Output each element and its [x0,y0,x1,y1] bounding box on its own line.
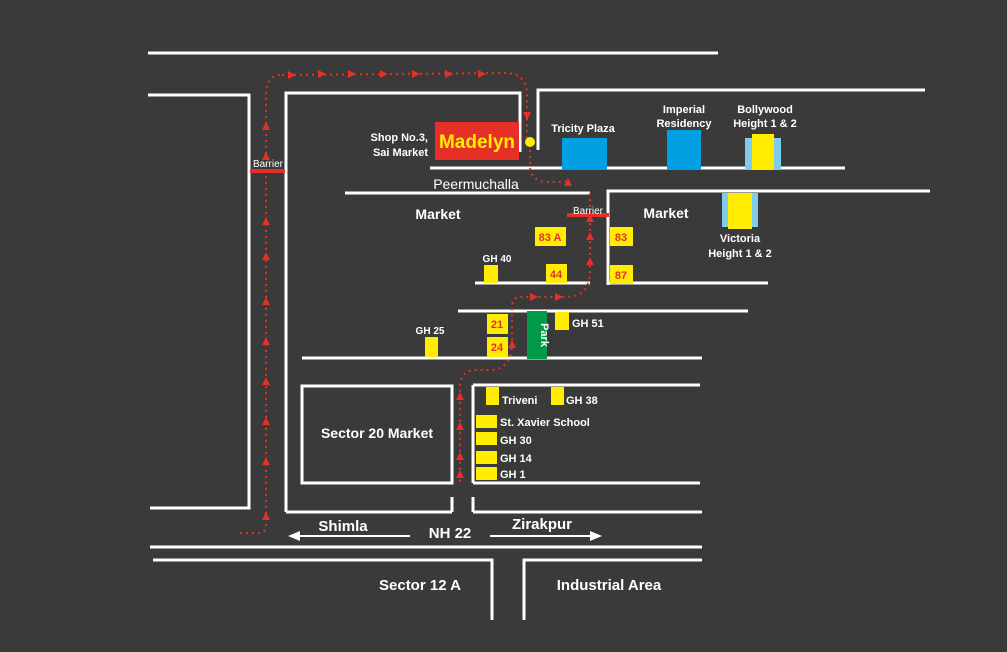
nh22-label: NH 22 [429,525,472,542]
imperial-residency-building [667,130,701,170]
market-right-label: Market [643,205,688,221]
sector-20-market-label: Sector 20 Market [321,425,433,441]
barrier-mid-marker [567,213,609,217]
destination-dot [525,137,535,147]
gh51-label: GH 51 [572,318,604,330]
victoria-height-label-2: Height 1 & 2 [708,248,772,260]
sector-12a-label: Sector 12 A [379,577,461,594]
sector-20-market-block [300,384,454,485]
triveni-label: Triveni [502,395,537,407]
tricity-plaza-building [562,138,607,170]
shop-address-line1: Shop No.3, [371,132,428,144]
roads [148,51,930,620]
gh30-box [476,432,497,445]
house-24-box [487,337,508,357]
house-83-label: 83 [615,232,627,244]
bollywood-height-label-2: Height 1 & 2 [733,118,797,130]
market-left-label: Market [415,206,460,222]
shop-address-line2: Sai Market [373,147,428,159]
barrier-mid-label: Barrier [573,206,604,217]
barrier-left-label: Barrier [253,159,284,170]
tricity-plaza-label: Tricity Plaza [551,123,615,135]
bollywood-height-label-1: Bollywood [737,104,793,116]
imperial-residency-label-2: Residency [656,118,712,130]
gh1-box [476,467,497,480]
imperial-residency-label-1: Imperial [663,104,705,116]
victoria-height-label-1: Victoria [720,233,761,245]
route-arrows [262,70,594,520]
zirakpur-label: Zirakpur [512,516,572,533]
gh40-label: GH 40 [483,254,512,265]
park-box [527,311,547,359]
bollywood-height-building [752,134,774,170]
shimla-label: Shimla [318,518,368,535]
house-24-label: 24 [491,342,504,354]
house-87-box [610,265,633,284]
gh14-label: GH 14 [500,453,533,465]
victoria-height-building [728,193,752,229]
gh51-box [555,312,569,330]
st-xavier-box [476,415,497,428]
barrier-left-marker [250,169,285,173]
gh38-label: GH 38 [566,395,598,407]
house-83-box [610,227,633,246]
house-87-label: 87 [615,270,627,282]
madelyn-label: Madelyn [439,132,515,153]
gh25-box [425,337,438,357]
industrial-area-label: Industrial Area [557,577,662,594]
park-label: Park [538,323,550,348]
gh40-box [484,265,498,283]
house-21-box [487,314,508,334]
gh25-label: GH 25 [416,326,445,337]
gh38-box [551,387,564,405]
house-21-label: 21 [491,319,503,331]
gh1-label: GH 1 [500,469,526,481]
madelyn-destination-box [435,122,519,160]
house-83a-box [535,227,566,246]
st-xavier-label: St. Xavier School [500,417,590,429]
house-83a-label: 83 A [539,232,562,244]
triveni-box [486,387,499,405]
house-44-label: 44 [550,269,563,281]
gh30-label: GH 30 [500,435,532,447]
gh14-box [476,451,497,464]
peermuchalla-label: Peermuchalla [433,176,519,192]
house-44-box [546,264,567,283]
